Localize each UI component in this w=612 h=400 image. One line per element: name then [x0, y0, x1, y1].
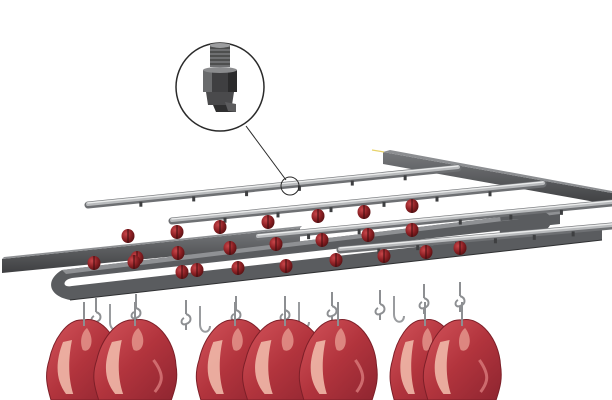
hook-icon: [454, 282, 466, 312]
spark-icon: [371, 149, 385, 153]
roller-icon: [357, 205, 371, 219]
nozzle-icon: [329, 207, 333, 213]
callout-target-ring: [280, 176, 300, 196]
nozzle-icon: [307, 234, 311, 240]
roller-icon: [190, 263, 204, 277]
roller-icon: [87, 256, 101, 270]
nozzle-icon: [276, 212, 280, 218]
meat-carcass-icon: [298, 302, 378, 400]
roller-icon: [279, 259, 293, 273]
roller-icon: [175, 265, 189, 279]
nozzle-icon: [509, 214, 513, 220]
roller-icon: [223, 241, 237, 255]
nozzle-icon: [245, 191, 249, 197]
nozzle-icon: [223, 217, 227, 223]
roller-icon: [231, 261, 245, 275]
nozzle-detail-icon: [203, 43, 237, 112]
roller-icon: [315, 233, 329, 247]
left-flat-rail: [2, 226, 302, 273]
spray-pipes: [84, 164, 612, 254]
meat-carcass-icon: [422, 302, 502, 400]
nozzle-icon: [435, 196, 439, 202]
hook-icon: [326, 292, 338, 322]
roller-icon: [405, 199, 419, 213]
nozzle-detail-callout: [175, 42, 265, 132]
nozzle-icon: [458, 219, 462, 225]
roller-icon: [171, 246, 185, 260]
nozzle-icon: [493, 238, 497, 244]
roller-icon: [213, 220, 227, 234]
nozzle-icon: [192, 196, 196, 202]
roller-icon: [311, 209, 325, 223]
roller-icon: [121, 229, 135, 243]
roller-icon: [170, 225, 184, 239]
roller-icon: [453, 241, 467, 255]
meat-carcasses: [46, 302, 502, 400]
spray-pipe: [336, 222, 612, 254]
spray-pipe: [168, 180, 547, 225]
nozzle-icon: [382, 201, 386, 207]
meat-carcass-icon: [93, 302, 178, 400]
hook-icon: [374, 290, 405, 323]
callout-leader: [245, 125, 300, 196]
nozzle-icon: [139, 201, 143, 207]
nozzle-icon: [357, 229, 361, 235]
roller-icon: [419, 245, 433, 259]
roller-icon: [261, 215, 275, 229]
nozzle-icon: [416, 245, 420, 251]
roller-icon: [377, 249, 391, 263]
roller-icon: [127, 255, 141, 269]
nozzle-icon: [297, 185, 301, 191]
nozzle-icon: [571, 231, 575, 237]
spray-pipe: [254, 199, 612, 241]
roller-icon: [329, 253, 343, 267]
hook-icon: [180, 300, 211, 333]
roller-icon: [405, 223, 419, 237]
nozzle-icon: [350, 180, 354, 186]
nozzle-icon: [532, 234, 536, 240]
nozzle-icon: [559, 209, 563, 215]
spray-pipe: [84, 164, 462, 209]
nozzle-icon: [403, 175, 407, 181]
trolley-rollers: [87, 199, 467, 279]
nozzle-icon: [488, 191, 492, 197]
roller-icon: [269, 237, 283, 251]
nozzle-icon: [377, 248, 381, 254]
roller-icon: [361, 228, 375, 242]
back-rail: [371, 149, 612, 205]
